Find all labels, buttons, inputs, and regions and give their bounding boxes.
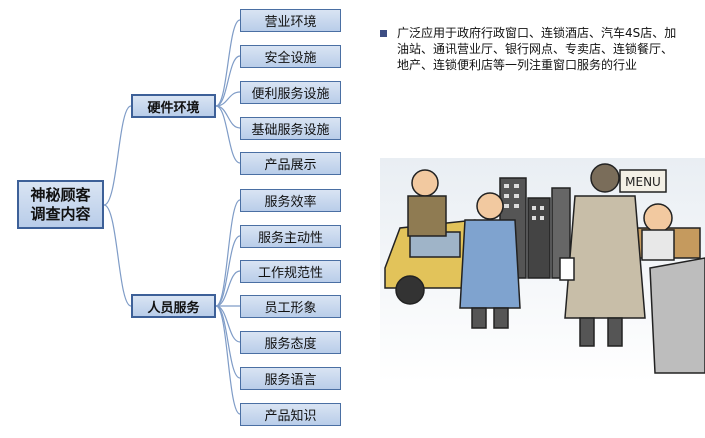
leaf-label: 服务语言 xyxy=(264,373,317,388)
leaf-label: 便利服务设施 xyxy=(251,87,330,102)
leaf-node: 基础服务设施 xyxy=(240,117,341,140)
group-hardware: 硬件环境 xyxy=(131,94,216,118)
menu-sign: MENU xyxy=(625,175,661,189)
leaf-label: 产品知识 xyxy=(264,409,317,424)
leaf-node: 员工形象 xyxy=(240,295,341,318)
leaf-node: 营业环境 xyxy=(240,9,341,32)
leaf-label: 基础服务设施 xyxy=(251,123,330,138)
leaf-node: 服务语言 xyxy=(240,367,341,390)
group-label: 人员服务 xyxy=(147,300,200,316)
group-staff-service: 人员服务 xyxy=(131,294,216,318)
bullet-square-icon xyxy=(380,30,387,37)
counter: MENU xyxy=(604,169,701,261)
leaf-label: 安全设施 xyxy=(264,51,317,66)
leaf-node: 产品展示 xyxy=(240,152,341,175)
leaf-node: 产品知识 xyxy=(240,403,341,426)
leaf-node: 服务主动性 xyxy=(240,225,341,248)
group-label: 硬件环境 xyxy=(147,100,200,116)
leaf-node: 便利服务设施 xyxy=(240,81,341,104)
leaf-label: 员工形象 xyxy=(264,301,317,316)
root-node: 神秘顾客 调查内容 xyxy=(17,180,104,229)
root-label-line2: 调查内容 xyxy=(30,204,91,223)
detective-figure xyxy=(559,163,646,347)
leaf-label: 工作规范性 xyxy=(257,266,323,281)
industry-note-text: 广泛应用于政府行政窗口、连锁酒店、汽车4S店、加油站、通讯营业厅、银行网点、专卖… xyxy=(397,26,677,72)
leaf-node: 服务态度 xyxy=(240,331,341,354)
industry-note: 广泛应用于政府行政窗口、连锁酒店、汽车4S店、加油站、通讯营业厅、银行网点、专卖… xyxy=(380,25,680,73)
leaf-label: 服务效率 xyxy=(264,195,317,210)
root-label-line1: 神秘顾客 xyxy=(30,185,91,204)
leaf-label: 服务主动性 xyxy=(257,231,323,246)
leaf-label: 营业环境 xyxy=(264,15,317,30)
leaf-label: 服务态度 xyxy=(264,337,317,352)
mystery-shopper-cartoon: MENU xyxy=(380,158,705,383)
leaf-node: 工作规范性 xyxy=(240,260,341,283)
blue-suit-figure xyxy=(459,192,521,329)
leaf-node: 安全设施 xyxy=(240,45,341,68)
driver-figure xyxy=(407,169,447,237)
bystander-figure xyxy=(649,257,705,374)
leaf-node: 服务效率 xyxy=(240,189,341,212)
leaf-label: 产品展示 xyxy=(264,158,317,173)
